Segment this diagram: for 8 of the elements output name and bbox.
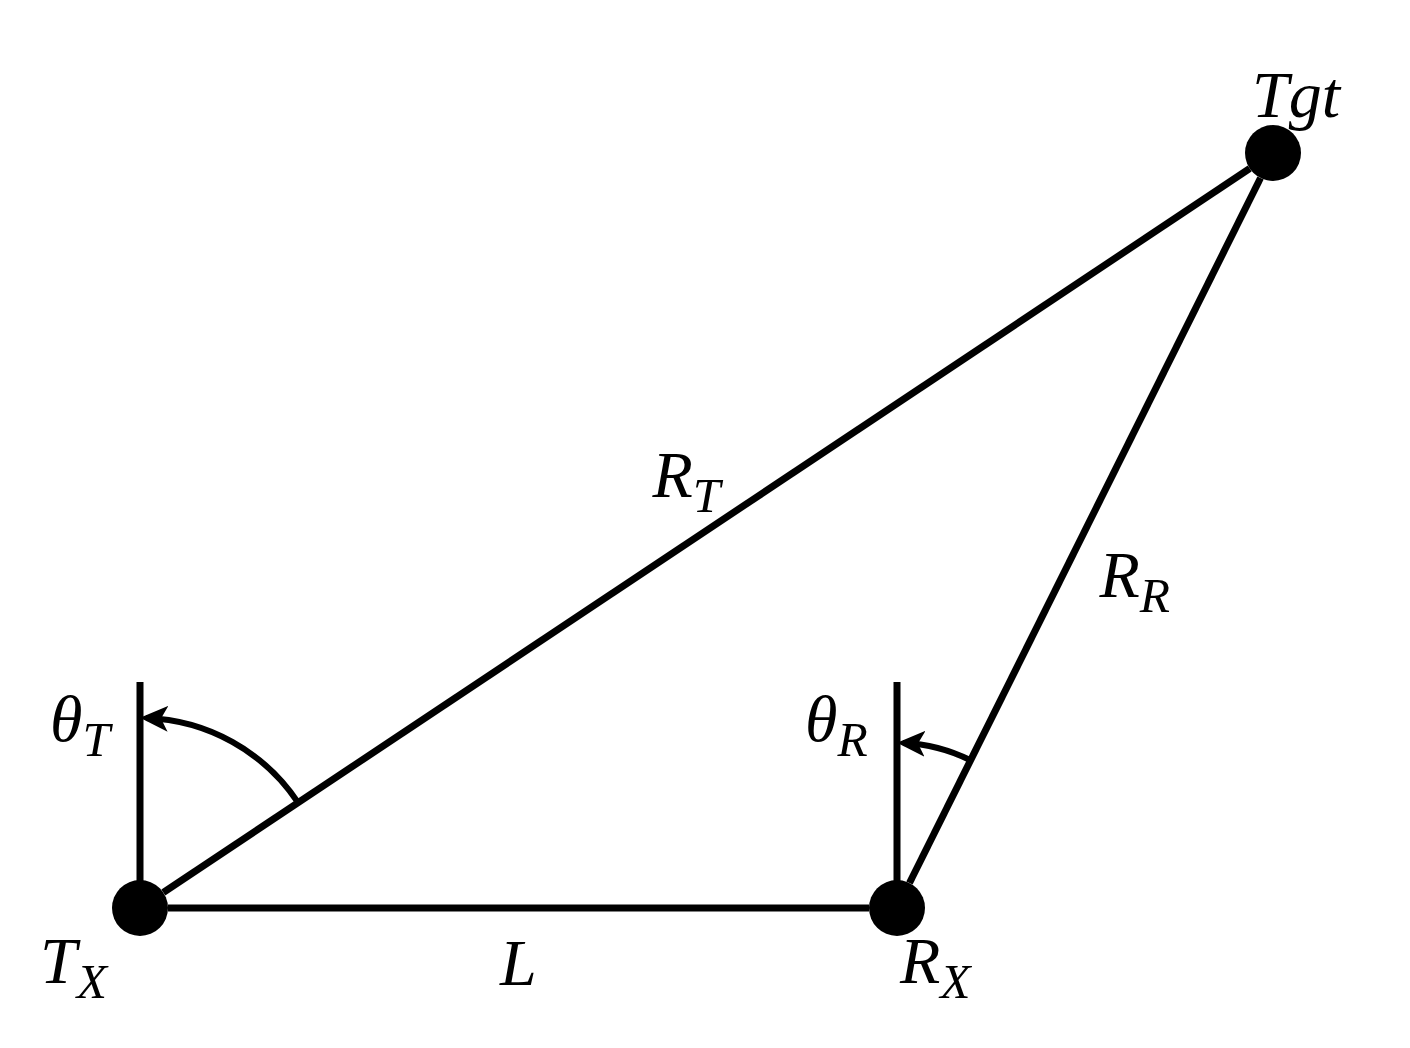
edge-label: R$_{T}$: [652, 441, 721, 520]
edge-label: R$_{R}$: [1099, 541, 1171, 620]
connector-line: [906, 176, 1264, 885]
angle-label: θ$_{R}$: [805, 686, 868, 765]
node-label: T$_{X}$: [40, 928, 107, 1007]
connector-line: [168, 904, 869, 912]
edge-label: L: [500, 930, 537, 996]
node-label: R$_{X}$: [900, 928, 971, 1007]
